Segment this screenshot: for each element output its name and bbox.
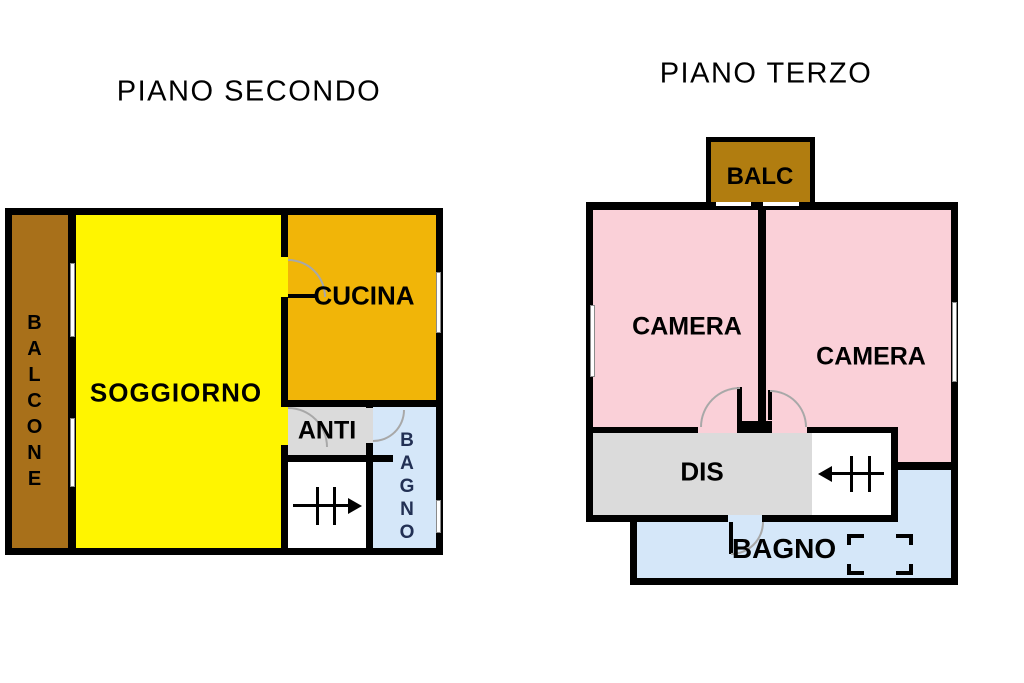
door-gap-anti xyxy=(281,407,288,445)
window-cucina-icon xyxy=(436,272,441,333)
window-camera-right-icon xyxy=(952,302,957,382)
door-gap-camera-left xyxy=(698,427,737,433)
room-soggiorno xyxy=(76,215,281,548)
label-soggiorno: SOGGIORNO xyxy=(89,377,263,408)
room-balcone xyxy=(12,215,68,548)
room-camera-right-extension xyxy=(898,427,951,462)
label-dis: DIS xyxy=(680,456,724,487)
window-balcone-lower-icon xyxy=(70,418,75,487)
door-gap-cucina xyxy=(281,257,288,297)
camera-doors-threshold xyxy=(737,421,772,430)
shower-tray-dashed-icon xyxy=(847,534,913,575)
label-bagno-secondo: BAGNO xyxy=(399,430,415,543)
room-camera-right xyxy=(766,210,951,427)
window-camera-left-icon xyxy=(590,305,595,377)
floor-terzo-title: PIANO TERZO xyxy=(659,57,873,90)
anti-bagno-wall-stub xyxy=(373,455,393,462)
label-cucina: CUCINA xyxy=(313,280,415,311)
door-leaf-cucina xyxy=(288,294,315,298)
room-bagno-terzo-right xyxy=(898,470,951,522)
label-camera-right: CAMERA xyxy=(816,342,926,371)
label-bagno-terzo: BAGNO xyxy=(731,533,837,564)
balcony-door-gap-left xyxy=(716,202,751,206)
room-cucina xyxy=(288,215,436,400)
label-balcone: BALCONE xyxy=(26,312,43,490)
door-gap-camera-right xyxy=(772,427,807,433)
room-bagno-terzo-bottom xyxy=(637,522,951,578)
door-gap-bagno-secondo xyxy=(366,408,373,443)
window-bagno-secondo-icon xyxy=(436,500,441,533)
label-balc: BALC xyxy=(726,163,794,190)
balcony-door-gap-right xyxy=(763,202,799,206)
door-gap-bagno-terzo xyxy=(728,515,762,522)
label-camera-left: CAMERA xyxy=(632,312,742,341)
label-anti: ANTI xyxy=(297,416,357,445)
window-balcone-upper-icon xyxy=(70,263,75,337)
room-dis xyxy=(593,433,812,515)
floor-secondo-title: PIANO SECONDO xyxy=(116,75,382,108)
room-balc xyxy=(711,142,810,202)
